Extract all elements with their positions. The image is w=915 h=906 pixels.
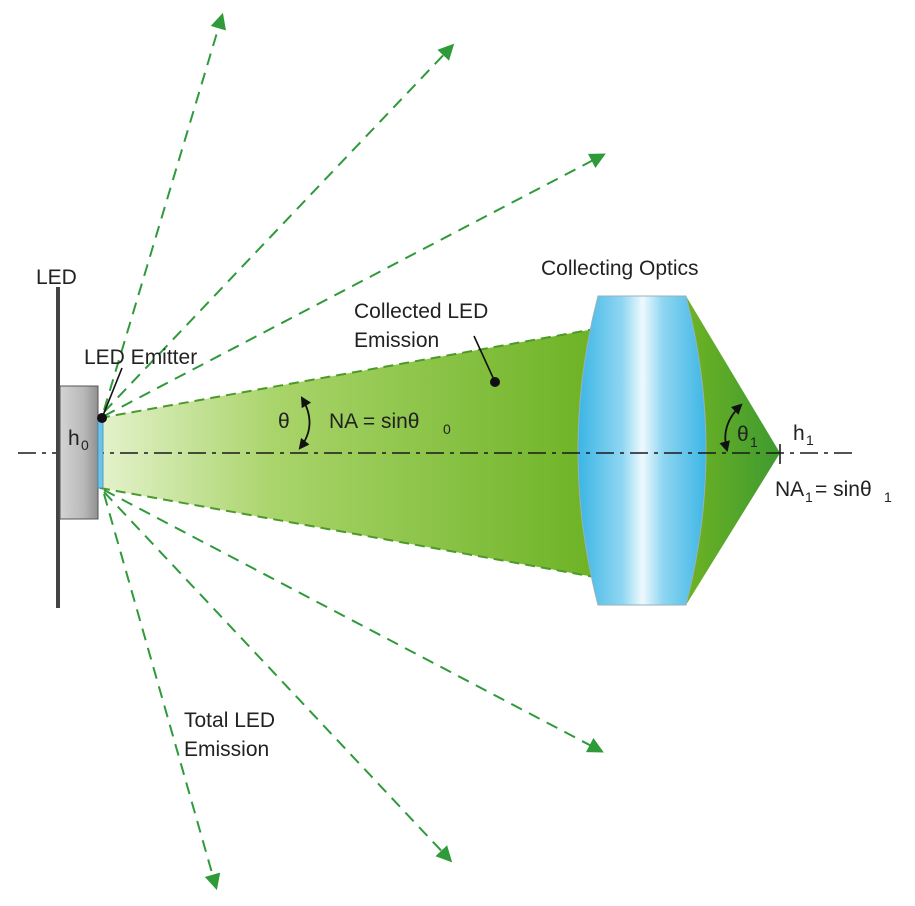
collected-emission-label-1: Collected LED — [354, 300, 488, 323]
ray-up-1 — [103, 12, 226, 411]
led-emitter-label: LED Emitter — [84, 346, 197, 369]
collected-emission-label-2: Emission — [354, 329, 439, 352]
total-emission-label-2: Emission — [184, 738, 269, 761]
total-emission-rays — [103, 12, 606, 891]
total-emission-label-1: Total LED — [184, 709, 275, 732]
led-housing — [59, 385, 99, 520]
theta-arc — [298, 396, 312, 450]
na1-subscript-2: 1 — [884, 489, 892, 505]
na1-label: NA — [775, 478, 804, 501]
h1-label: h — [793, 422, 805, 445]
collecting-optics-lens — [577, 295, 707, 606]
emitter-dot — [97, 413, 107, 423]
led-label: LED — [36, 266, 77, 289]
beam-edge-top — [99, 327, 601, 419]
led-emitter-surface — [97, 417, 104, 489]
ray-up-2 — [103, 43, 455, 413]
ray-down-3 — [103, 489, 604, 753]
ray-up-3 — [103, 153, 606, 417]
theta1-label: θ — [737, 423, 749, 446]
h1-subscript: 1 — [806, 432, 814, 448]
collected-leader-line — [473, 335, 496, 383]
emitter-leader-line — [101, 367, 123, 419]
ray-down-2 — [103, 491, 453, 863]
na0-subscript: 0 — [443, 421, 451, 437]
na1-subscript-1: 1 — [805, 489, 813, 505]
beam-edge-bottom — [99, 487, 601, 579]
theta-label: θ — [278, 410, 290, 433]
collected-dot — [490, 377, 500, 387]
theta1-arc — [719, 403, 743, 453]
na0-label: NA = sinθ — [329, 410, 419, 433]
ray-down-1 — [103, 493, 221, 891]
h0-subscript: 0 — [81, 437, 89, 453]
theta1-subscript: 1 — [750, 434, 758, 450]
na1-equation: = sinθ — [815, 478, 872, 501]
h0-label: h — [68, 427, 80, 450]
collecting-optics-label: Collecting Optics — [541, 257, 699, 280]
